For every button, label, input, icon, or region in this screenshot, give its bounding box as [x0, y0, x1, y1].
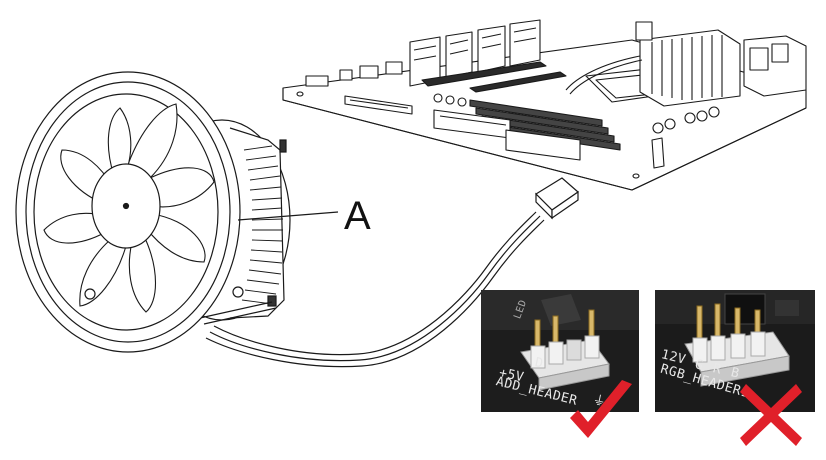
- motherboard: [282, 19, 807, 191]
- cross-icon: [740, 384, 802, 446]
- cpu-cooler: [15, 71, 291, 353]
- expansion-slots: [409, 19, 541, 87]
- cable-connector: [535, 177, 579, 220]
- callout-label-a: A: [344, 194, 371, 238]
- checkmark-icon: [570, 380, 632, 438]
- callout-leader-line: [237, 211, 339, 221]
- argb-cable: [205, 211, 545, 368]
- vrm-heatsink: [639, 29, 741, 107]
